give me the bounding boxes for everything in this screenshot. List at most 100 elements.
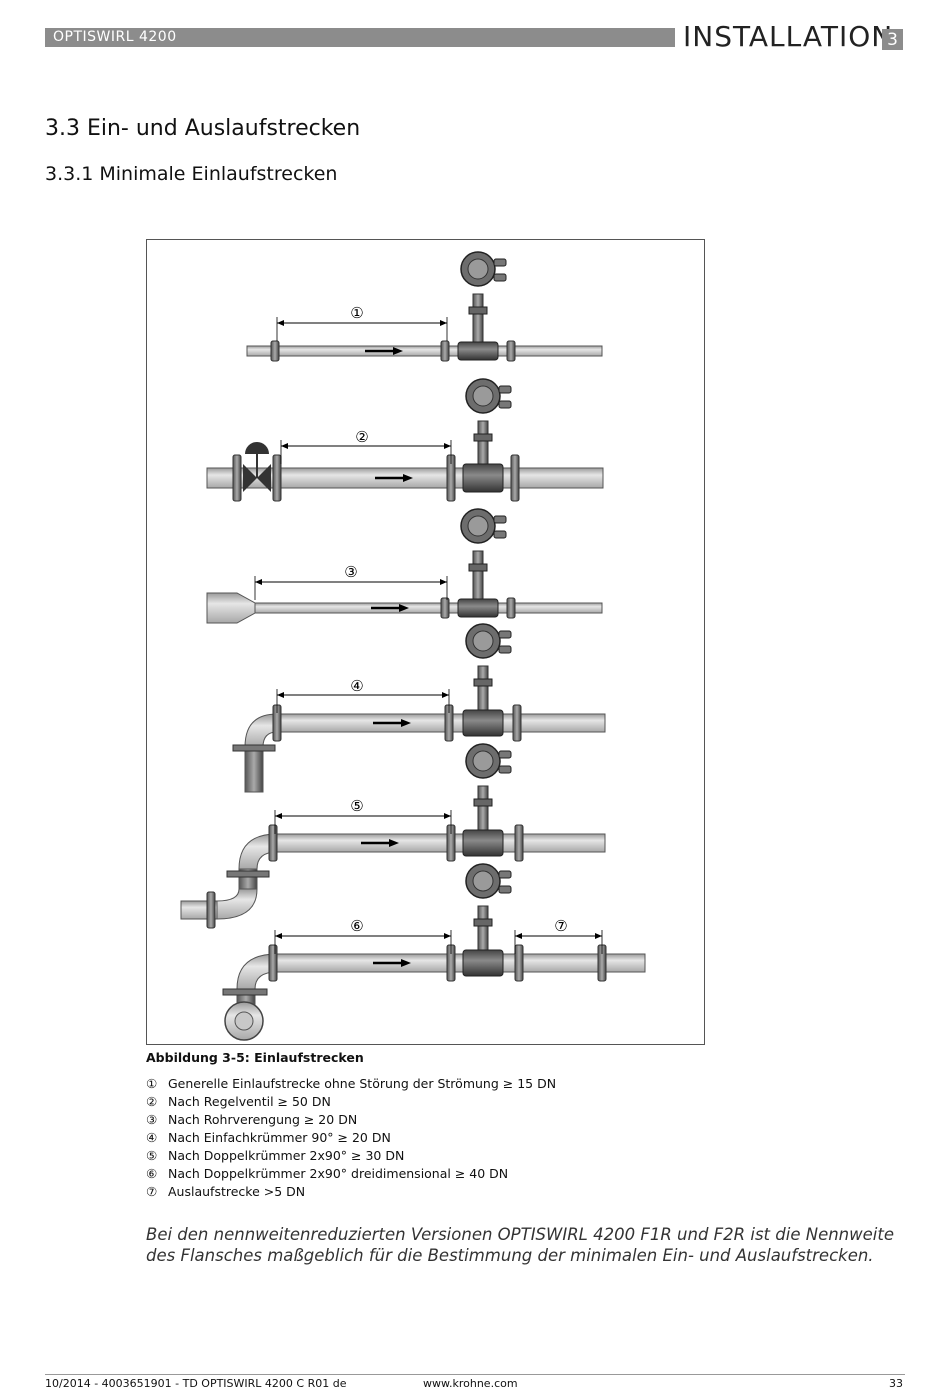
header-product: OPTISWIRL 4200 (53, 29, 177, 45)
marker-7: ⑦ (554, 917, 567, 935)
pipe-segment (276, 713, 606, 733)
valve-actuator (245, 442, 269, 454)
flange (440, 597, 450, 619)
pipe-segment (276, 953, 646, 973)
flange (506, 597, 516, 619)
reducer (206, 592, 256, 624)
valve-body (243, 464, 257, 492)
dimension-arrow (442, 692, 449, 698)
dimension-arrow (277, 320, 284, 326)
meter-neck-collar (473, 678, 493, 687)
header-section-title: INSTALLATION (683, 20, 894, 53)
dimension-arrow (515, 933, 522, 939)
meter-gland (498, 750, 512, 759)
footer-divider (45, 1374, 905, 1375)
valve-body (257, 464, 271, 492)
dimension-arrow (595, 933, 602, 939)
meter-gland (498, 645, 512, 654)
footer-website: www.krohne.com (423, 1377, 518, 1390)
meter-display (472, 385, 494, 407)
meter-gland (498, 385, 512, 394)
dimension-arrow (255, 579, 262, 585)
footer-page-number: 33 (889, 1377, 903, 1390)
meter-body (462, 949, 504, 977)
flow-arrow-head (401, 719, 411, 727)
inlet-diagram: ① ② ③ ④ ⑤ ⑥ ⑦ (180, 251, 646, 1041)
dimension-arrow (281, 443, 288, 449)
marker-4: ④ (350, 677, 363, 695)
meter-body (457, 598, 499, 618)
header-section-number: 3 (882, 29, 903, 50)
flange (512, 704, 522, 742)
pipe-segment (246, 345, 603, 357)
meter-display (467, 515, 489, 537)
flange (232, 744, 276, 752)
meter-gland (498, 870, 512, 879)
meter-gland (493, 273, 507, 282)
meter-neck (472, 550, 484, 607)
meter-neck-collar (473, 918, 493, 927)
meter-display (472, 750, 494, 772)
dimension-arrow (275, 933, 282, 939)
footer-document-id: 10/2014 - 4003651901 - TD OPTISWIRL 4200… (45, 1377, 347, 1390)
meter-neck-collar (473, 433, 493, 442)
flange (270, 340, 280, 362)
meter-gland (498, 885, 512, 894)
meter-body (462, 463, 504, 493)
meter-gland (493, 258, 507, 267)
dimension-arrow (444, 813, 451, 819)
meter-gland (493, 515, 507, 524)
meter-body (462, 829, 504, 857)
meter-gland (498, 765, 512, 774)
flow-arrow-head (399, 604, 409, 612)
meter-neck-collar (468, 563, 488, 572)
pipe-elbow (216, 888, 258, 920)
flange (272, 454, 282, 502)
dimension-arrow (444, 933, 451, 939)
flange (506, 340, 516, 362)
marker-2: ② (355, 428, 368, 446)
section-heading: 3.3 Ein- und Auslaufstrecken (45, 116, 361, 141)
note-text: Bei den nennweitenreduzierten Versionen … (146, 1225, 894, 1265)
meter-display (467, 258, 489, 280)
marker-5: ⑤ (350, 797, 363, 815)
marker-3: ③ (344, 563, 357, 581)
pipe-vertical (244, 746, 264, 793)
subsection-heading: 3.3.1 Minimale Einlaufstrecken (45, 163, 338, 185)
meter-display (472, 870, 494, 892)
pipe-bore (234, 1011, 254, 1031)
header-bar (45, 28, 675, 47)
flange (514, 944, 524, 982)
meter-neck-collar (468, 306, 488, 315)
flow-arrow-head (403, 474, 413, 482)
figure-caption: Abbildung 3-5: Einlaufstrecken (146, 1050, 364, 1065)
meter-gland (493, 530, 507, 539)
flange (514, 824, 524, 862)
flange (510, 454, 520, 502)
dimension-arrow (440, 579, 447, 585)
pipe-segment (254, 602, 603, 614)
dimension-arrow (440, 320, 447, 326)
flange (226, 870, 270, 878)
meter-gland (498, 630, 512, 639)
flange (268, 944, 278, 982)
flange (222, 988, 268, 996)
meter-neck-collar (473, 798, 493, 807)
dimension-arrow (275, 813, 282, 819)
meter-body (462, 709, 504, 737)
dimension-arrow (277, 692, 284, 698)
pipe-segment (276, 833, 606, 853)
flange (440, 340, 450, 362)
meter-display (472, 630, 494, 652)
flow-arrow-head (393, 347, 403, 355)
marker-1: ① (350, 304, 363, 322)
marker-6: ⑥ (350, 917, 363, 935)
pipe-elbow (244, 713, 278, 748)
